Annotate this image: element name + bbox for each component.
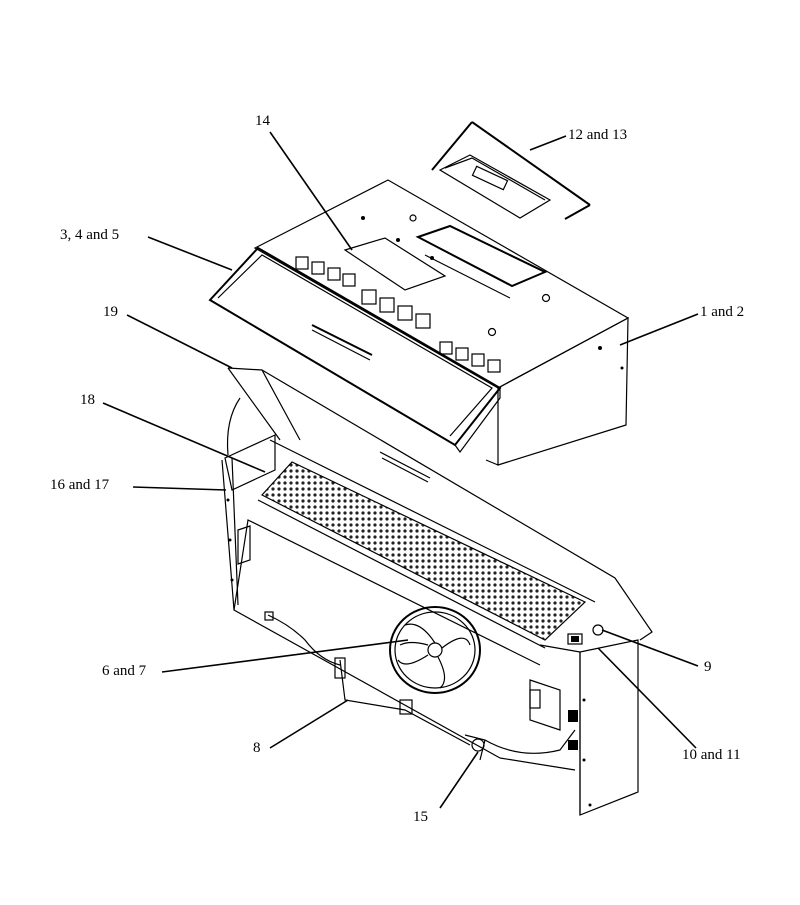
- label-15: 15: [413, 809, 428, 825]
- label-9: 9: [704, 659, 712, 675]
- label-12-and-13: 12 and 13: [568, 127, 628, 143]
- label-16-and-17: 16 and 17: [50, 477, 110, 493]
- lower-chassis: [221, 367, 653, 816]
- vent-slots: [295, 256, 501, 373]
- label-14: 14: [255, 113, 270, 129]
- leader-lines: [102, 131, 699, 809]
- label-3-4-and-5: 3, 4 and 5: [60, 227, 120, 243]
- label-10-and-11: 10 and 11: [682, 747, 741, 763]
- fan-blade: [389, 606, 481, 694]
- label-1-and-2: 1 and 2: [700, 304, 745, 320]
- label-6-and-7: 6 and 7: [102, 663, 147, 679]
- upper-housing: [253, 179, 630, 466]
- label-18: 18: [80, 392, 95, 408]
- front-panel: [208, 246, 502, 454]
- control-module: [431, 121, 591, 220]
- label-8: 8: [253, 740, 261, 756]
- label-19: 19: [103, 304, 118, 320]
